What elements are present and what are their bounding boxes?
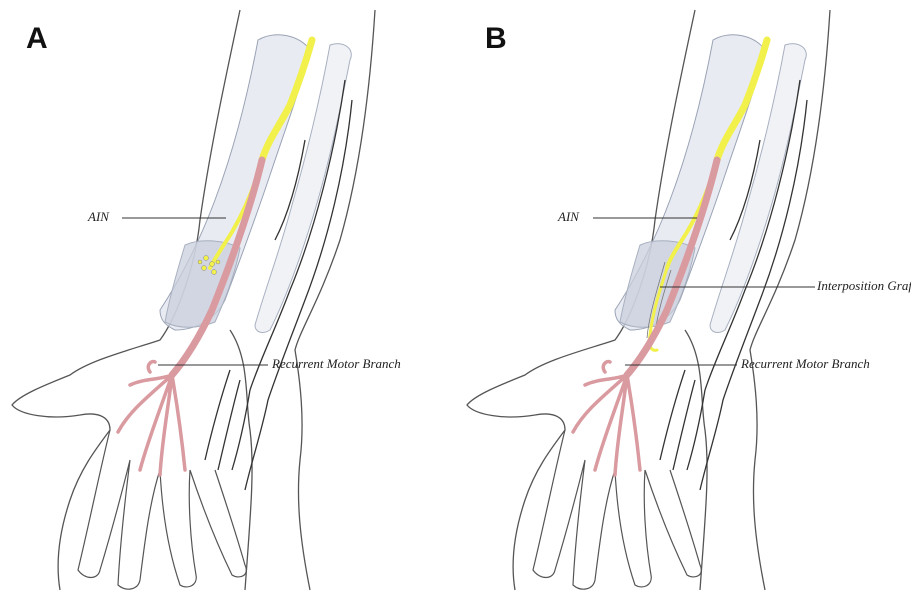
recurrent-motor-branch-label: Recurrent Motor Branch — [272, 356, 401, 372]
arm-illustration-b — [455, 0, 910, 597]
pronator-region — [165, 241, 240, 328]
panel-b: B AIN Interposition Graft Recurrent Moto… — [455, 0, 910, 597]
panel-letter: A — [26, 22, 48, 56]
panel-a: A AIN Recurrent Motor Branch — [0, 0, 455, 597]
ain-label: AIN — [558, 209, 579, 225]
digital-branches-pink — [573, 362, 640, 475]
panel-letter: B — [485, 22, 507, 56]
arm-illustration-a — [0, 0, 455, 597]
recurrent-motor-branch-label: Recurrent Motor Branch — [741, 356, 870, 372]
interposition-graft-label: Interposition Graft — [817, 278, 911, 294]
digital-branches-pink — [118, 362, 185, 475]
ain-label: AIN — [88, 209, 109, 225]
pronator-region — [620, 241, 695, 328]
